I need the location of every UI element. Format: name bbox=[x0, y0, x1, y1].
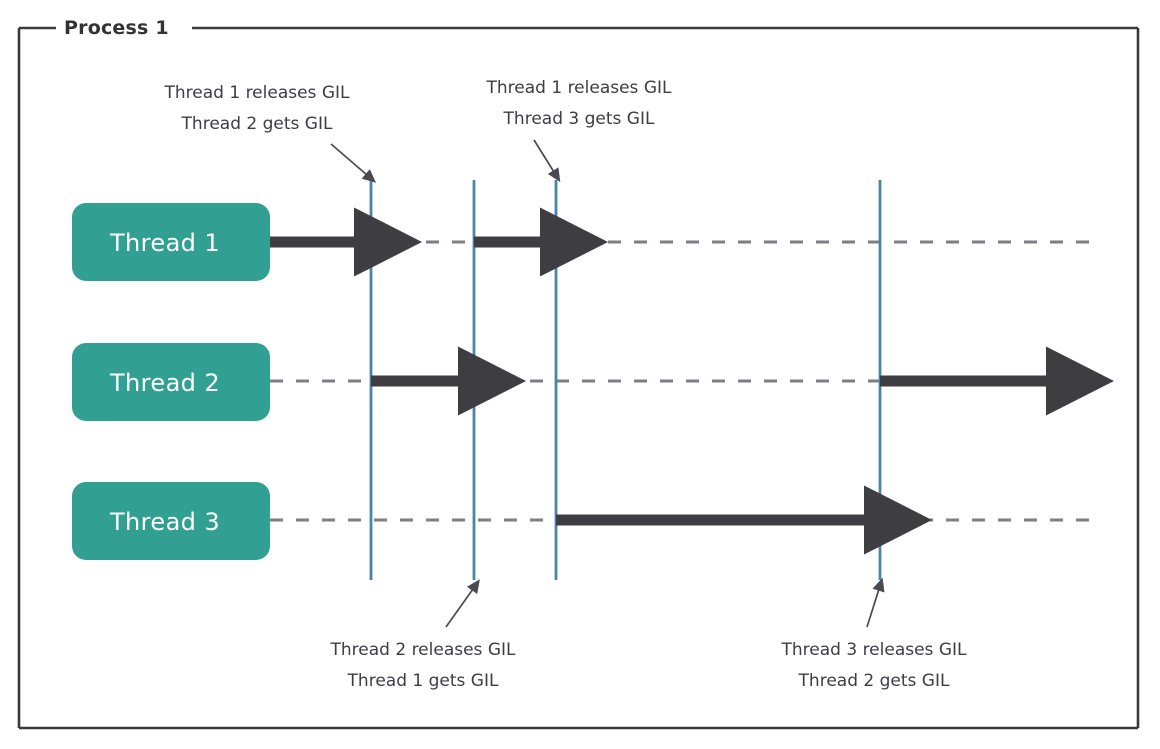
annotation-bottom-right-line-2: Thread 2 gets GIL bbox=[798, 671, 950, 691]
annotation-bottom-left-line-2: Thread 1 gets GIL bbox=[347, 671, 499, 691]
annotation-top-right-line-2: Thread 3 gets GIL bbox=[503, 109, 655, 129]
annotation-bottom-left: Thread 2 releases GIL Thread 1 gets GIL bbox=[311, 635, 535, 697]
annotation-top-left-line-2: Thread 2 gets GIL bbox=[181, 114, 333, 134]
annotation-bottom-right: Thread 3 releases GIL Thread 2 gets GIL bbox=[762, 635, 986, 697]
leader-annotation-bottom-right bbox=[866, 577, 885, 628]
thread-box-thread-1 bbox=[72, 203, 270, 281]
annotation-leaders bbox=[330, 139, 885, 628]
annotation-bottom-right-line-1: Thread 3 releases GIL bbox=[781, 640, 967, 660]
process-frame bbox=[17, 26, 1140, 730]
process-title: Process 1 bbox=[57, 19, 176, 38]
annotation-top-right: Thread 1 releases GIL Thread 3 gets GIL bbox=[467, 73, 691, 135]
leader-annotation-top-left bbox=[330, 143, 377, 183]
thread-box-thread-2 bbox=[72, 343, 270, 421]
leader-annotation-bottom-left bbox=[445, 579, 480, 628]
thread-boxes bbox=[72, 203, 270, 560]
leader-annotation-top-right bbox=[533, 139, 561, 183]
execution-arrows bbox=[270, 207, 1114, 555]
annotation-top-left: Thread 1 releases GIL Thread 2 gets GIL bbox=[145, 78, 369, 140]
annotation-top-right-line-1: Thread 1 releases GIL bbox=[486, 78, 672, 98]
annotation-bottom-left-line-1: Thread 2 releases GIL bbox=[330, 640, 516, 660]
annotation-top-left-line-1: Thread 1 releases GIL bbox=[164, 83, 350, 103]
thread-box-thread-3 bbox=[72, 482, 270, 560]
